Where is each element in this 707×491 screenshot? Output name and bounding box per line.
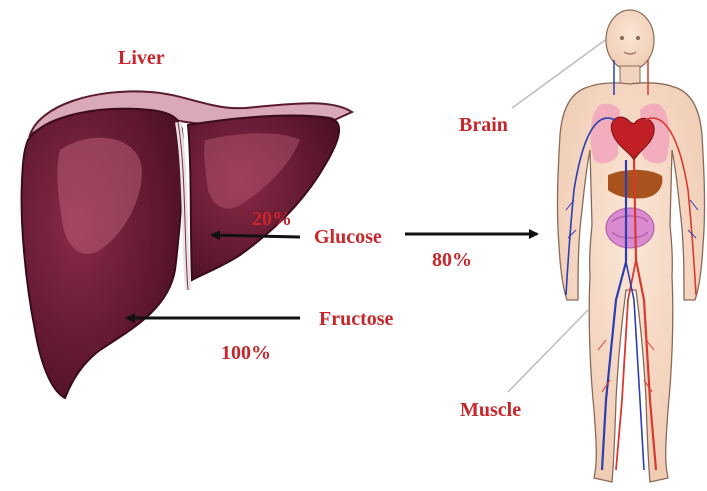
glucose-label: Glucose — [314, 227, 382, 247]
glucose-to-body-percent: 80% — [432, 250, 472, 270]
fructose-label: Fructose — [319, 309, 393, 329]
muscle-label: Muscle — [460, 400, 521, 420]
fructose-to-liver-percent: 100% — [221, 343, 271, 363]
liver-illustration — [22, 91, 352, 398]
glucose-to-liver-arrow — [212, 235, 300, 237]
glucose-to-liver-percent: 20% — [252, 209, 292, 229]
muscle-pointer-line — [508, 310, 588, 392]
liver-label: Liver — [118, 48, 165, 68]
human-body-illustration — [557, 10, 704, 482]
brain-label: Brain — [459, 115, 508, 135]
